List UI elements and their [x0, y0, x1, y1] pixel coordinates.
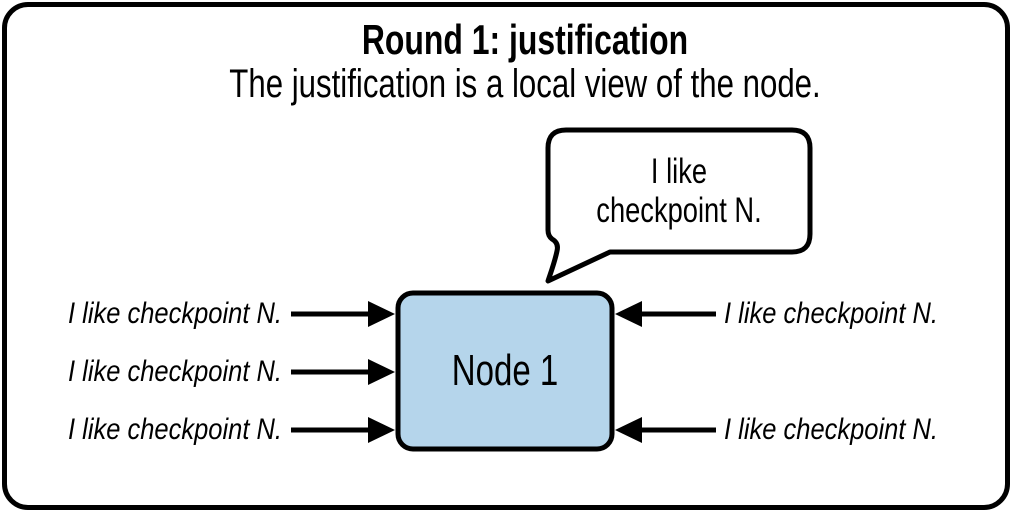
- speech-bubble-text: I like checkpoint N.: [578, 152, 781, 230]
- message-label-left-2: I like checkpoint N.: [67, 355, 282, 388]
- message-label-right-2: I like checkpoint N.: [724, 413, 939, 446]
- diagram-title: Round 1: justification: [361, 16, 689, 63]
- incoming-arrow-left-1: [291, 301, 395, 327]
- speech-bubble-line2: checkpoint N.: [596, 191, 762, 230]
- message-label-right-1: I like checkpoint N.: [724, 297, 939, 330]
- incoming-arrow-left-3: [291, 417, 395, 443]
- message-label-left-3: I like checkpoint N.: [67, 413, 282, 446]
- incoming-arrow-right-1: [615, 301, 716, 327]
- speech-bubble: [545, 127, 813, 284]
- node-box: [395, 290, 615, 452]
- diagram-subtitle: The justification is a local view of the…: [229, 62, 821, 106]
- message-label-left-1: I like checkpoint N.: [67, 297, 282, 330]
- incoming-arrow-right-2: [615, 417, 716, 443]
- speech-bubble-line1: I like: [650, 152, 708, 191]
- incoming-arrow-left-2: [291, 359, 395, 385]
- node-label: Node 1: [451, 346, 559, 395]
